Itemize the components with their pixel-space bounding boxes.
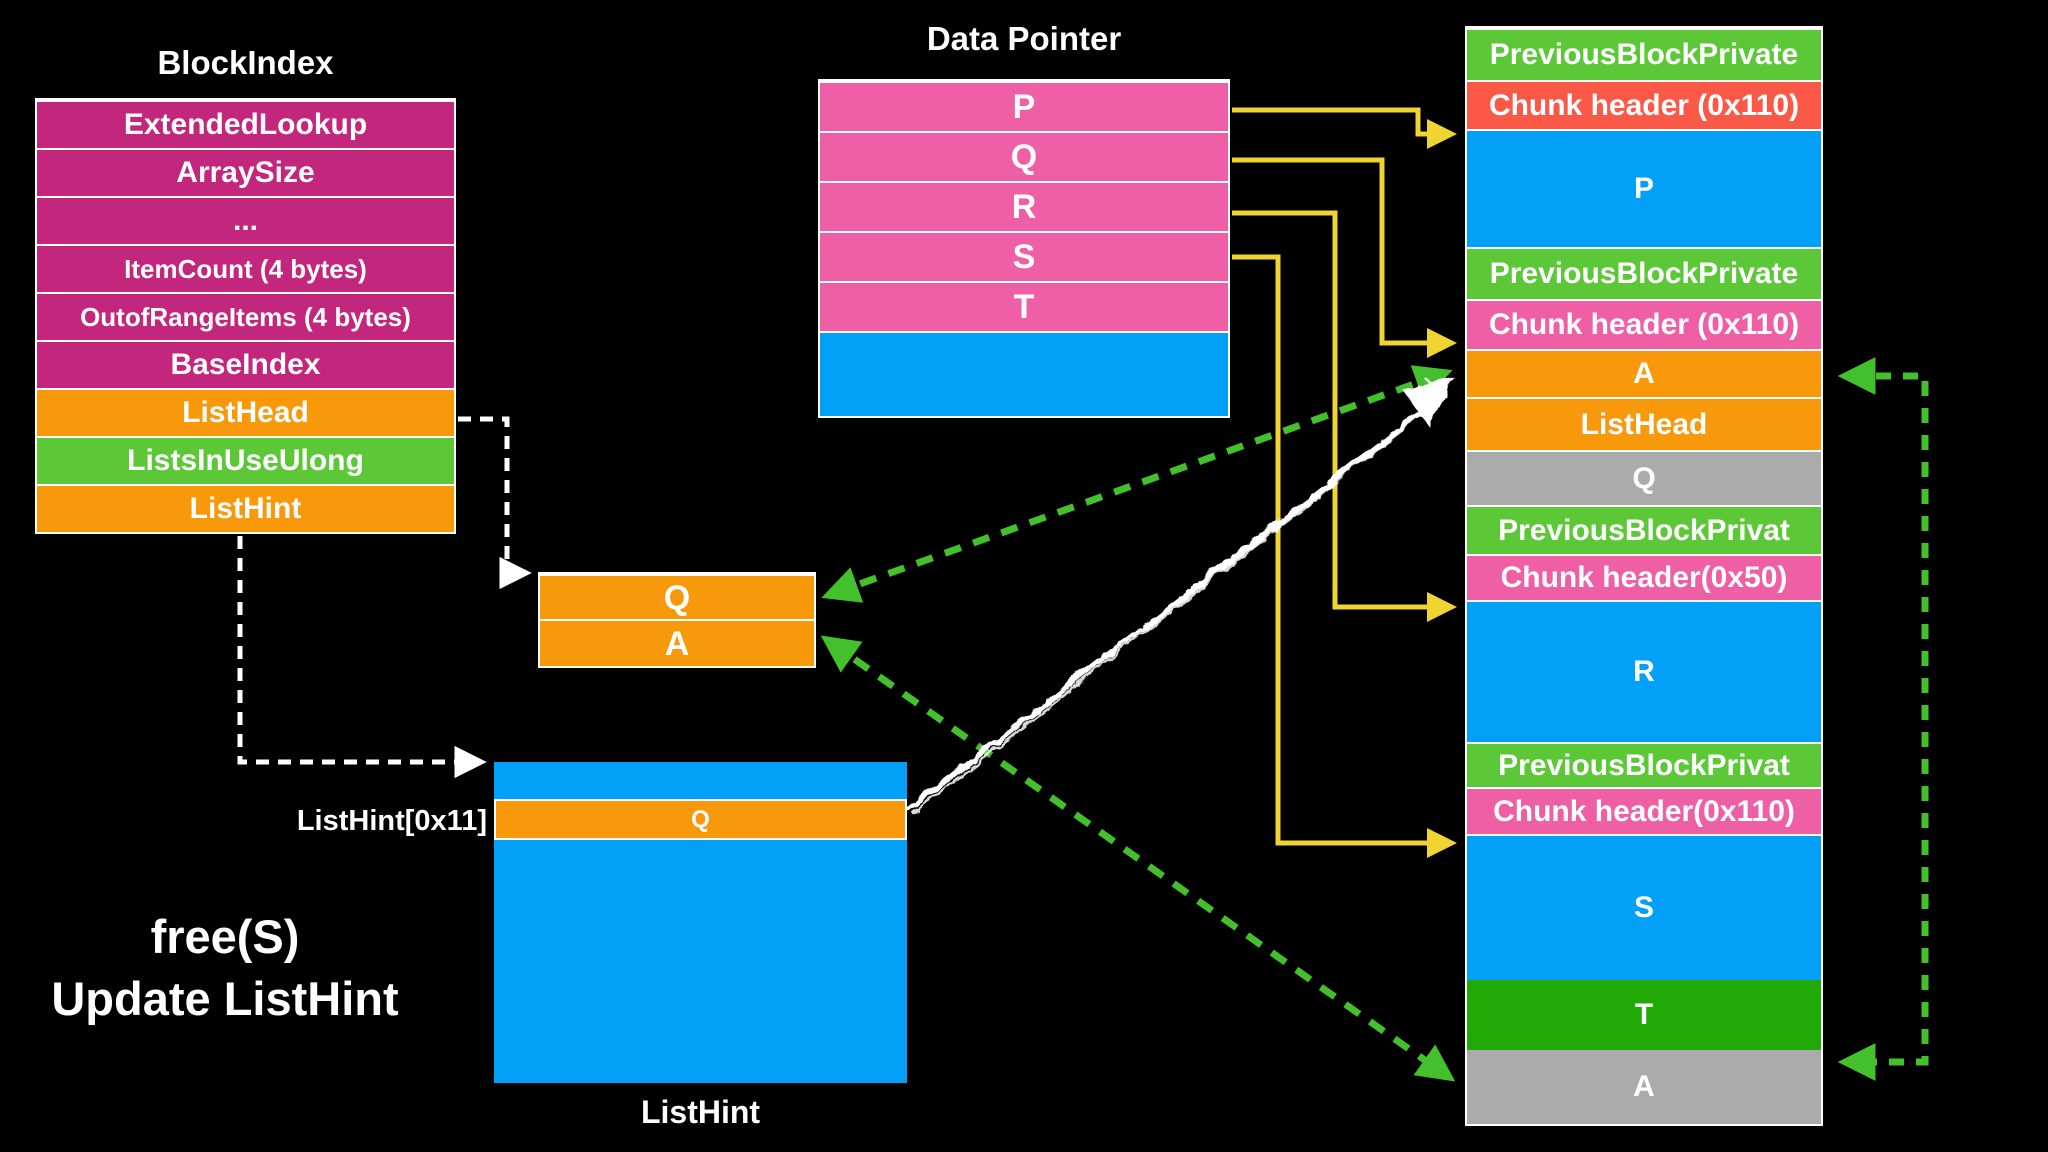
table-row: ListHint [37,484,454,532]
freelist-box: Q A [538,572,816,668]
row-label: P [1633,172,1654,205]
heap-block-row: A [1467,349,1821,397]
row-label: Q [691,805,710,833]
listhint-entry-row: Q [494,799,907,840]
table-row: OutofRangeItems (4 bytes) [37,292,454,340]
table-row: ArraySize [37,148,454,196]
listhint-caption: ListHint [640,1094,761,1130]
annotation-line2: Update ListHint [51,972,399,1025]
row-label: R [1011,188,1037,226]
row-label: S [1012,238,1036,276]
row-label: Chunk header (0x110) [1488,308,1800,341]
heap-block-row: Chunk header (0x110) [1467,80,1821,129]
arrow-pointer-s [1232,254,1457,858]
block-index-table: ExtendedLookup ArraySize ... ItemCount (… [35,98,456,534]
freelist-rows: Q A [540,574,814,666]
arrow-pointer-r [1232,210,1457,622]
table-row: ListHead [37,388,454,436]
table-row [820,331,1228,416]
freelist-row: Q [540,574,814,619]
arrow-listhint-to-table [237,536,487,779]
arrow-pointer-q [1232,157,1457,358]
table-row: ListsInUseUlong [37,436,454,484]
row-label: ... [232,204,258,237]
row-label: Chunk header (0x110) [1488,88,1800,122]
row-label: ListHead [182,396,309,429]
table-row: ExtendedLookup [37,100,454,148]
table-row: Q [820,131,1228,181]
heap-block-row: Chunk header (0x110) [1467,299,1821,349]
data-pointer-title: Data Pointer [926,20,1122,57]
row-label: PreviousBlockPrivat [1498,748,1790,782]
row-label: PreviousBlockPrivat [1498,513,1790,547]
arrow-freelist-a-to-a [820,635,1456,1082]
arrow-pointer-p [1232,107,1457,149]
row-label: Q [663,578,691,617]
data-pointer-table: P Q R S T [818,79,1230,418]
row-label: Q [1632,461,1656,495]
row-label: Chunk header(0x110) [1493,794,1795,828]
row-label: Chunk header(0x50) [1500,561,1788,594]
row-label: BaseIndex [170,348,321,381]
row-label: A [1633,357,1655,390]
heap-rows: PreviousBlockPrivate Chunk header (0x110… [1467,28,1821,1124]
row-label: ListHint [189,492,302,525]
row-label: ItemCount (4 bytes) [124,254,367,284]
row-label: ListHead [1580,407,1708,441]
table-row: ItemCount (4 bytes) [37,244,454,292]
table-row: ... [37,196,454,244]
row-label: T [1013,288,1035,326]
heap-block-row: PreviousBlockPrivate [1467,28,1821,80]
heap-block-row: PreviousBlockPrivate [1467,247,1821,299]
heap-block-row: Chunk header(0x110) [1467,787,1821,834]
heap-block-row: Q [1467,450,1821,505]
row-label: ListsInUseUlong [127,444,364,477]
table-row: BaseIndex [37,340,454,388]
heap-block-row: PreviousBlockPrivat [1467,742,1821,787]
table-row: S [820,231,1228,281]
listhint-table: Q [494,762,907,1083]
block-index-title: BlockIndex [157,44,334,81]
row-label: P [1012,88,1036,126]
heap-block-row: A [1467,1050,1821,1124]
row-label: PreviousBlockPrivate [1489,38,1799,71]
row-label: ExtendedLookup [123,108,368,141]
heap-block-row: PreviousBlockPrivat [1467,505,1821,554]
arrow-listhead-to-freelist [458,416,532,590]
table-row: R [820,181,1228,231]
heap-block-row: ListHead [1467,397,1821,450]
row-label: S [1633,891,1654,924]
pointer-arrows-yellow [1232,107,1457,858]
heap-block-row: Chunk header(0x50) [1467,554,1821,600]
annotation-line1: free(S) [150,910,300,963]
table-row: T [820,281,1228,331]
annotation-text: free(S) Update ListHint [15,906,435,1030]
heap-block-row: T [1467,980,1821,1050]
arrow-a-to-a-bracket [1837,357,1929,1081]
freelist-row: A [540,619,814,666]
heap-block-row: R [1467,600,1821,742]
row-label: OutofRangeItems (4 bytes) [80,302,411,332]
row-label: T [1634,998,1654,1031]
row-label: Q [1010,138,1038,176]
heap-blocks-column: PreviousBlockPrivate Chunk header (0x110… [1465,26,1823,1126]
heap-block-row: S [1467,834,1821,980]
listhint-index-label: ListHint[0x11] [296,805,487,837]
scribble-arrow-listhint-to-a [905,375,1454,814]
table-row: P [820,81,1228,131]
row-label: R [1633,655,1655,688]
row-label: PreviousBlockPrivate [1489,257,1799,290]
heap-block-row: P [1467,129,1821,247]
row-label: A [664,624,690,663]
data-pointer-rows: P Q R S T [820,81,1228,416]
row-label: ArraySize [176,156,315,189]
row-label: A [1633,1070,1655,1103]
block-index-rows: ExtendedLookup ArraySize ... ItemCount (… [37,100,454,532]
